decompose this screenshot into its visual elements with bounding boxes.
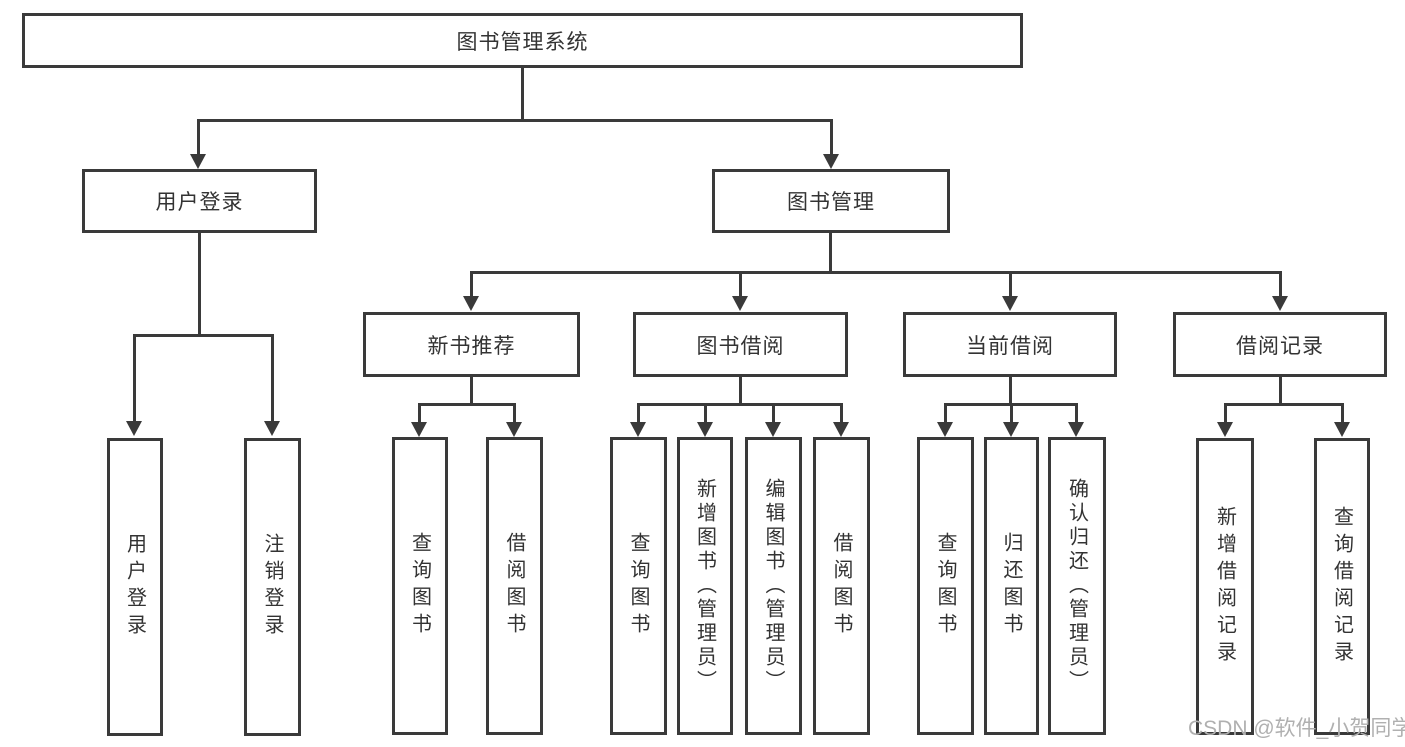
arrowhead-down-icon	[126, 421, 142, 436]
connector-line	[739, 377, 742, 406]
connector-line	[470, 271, 473, 299]
connector-line	[418, 403, 421, 423]
arrowhead-down-icon	[823, 154, 839, 169]
node-current-borrowing: 当前借阅	[903, 312, 1117, 377]
node-current-confirm-return-label: 确认归还（管理员）	[1065, 478, 1088, 694]
arrowhead-down-icon	[190, 154, 206, 169]
node-current-confirm-return: 确认归还（管理员）	[1048, 437, 1106, 735]
node-book-management-label: 图书管理	[787, 191, 875, 214]
node-borrow-add-books: 新增图书（管理员）	[677, 437, 733, 735]
connector-line	[637, 403, 640, 423]
arrowhead-down-icon	[1217, 422, 1233, 437]
node-rec-query-books: 查询图书	[392, 437, 448, 735]
node-book-borrowing-label: 图书借阅	[696, 334, 785, 358]
connector-line	[133, 334, 274, 337]
connector-line	[1279, 377, 1282, 406]
connector-line	[772, 403, 775, 423]
connector-line	[739, 271, 742, 299]
connector-line	[271, 334, 274, 424]
node-new-book-recommend-label: 新书推荐	[427, 334, 516, 358]
node-borrow-borrow-books: 借阅图书	[813, 437, 870, 735]
node-rec-borrow-books: 借阅图书	[486, 437, 543, 735]
connector-line	[197, 119, 833, 122]
csdn-watermark: CSDN @软件_小贺同学	[1188, 717, 1405, 740]
node-current-query-books: 查询图书	[917, 437, 974, 735]
node-root-label: 图书管理系统	[456, 30, 589, 54]
connector-line	[470, 377, 473, 406]
node-new-book-recommend: 新书推荐	[363, 312, 580, 377]
connector-line	[521, 68, 524, 122]
node-borrow-query-books: 查询图书	[610, 437, 667, 735]
node-rec-query-books-label: 查询图书	[408, 532, 431, 640]
connector-line	[198, 233, 201, 337]
node-login-logout: 注销登录	[244, 438, 301, 736]
connector-line	[470, 271, 1281, 274]
node-current-borrowing-label: 当前借阅	[966, 334, 1054, 358]
node-borrow-query-books-label: 查询图书	[627, 532, 649, 640]
connector-line	[1009, 271, 1012, 299]
connector-line	[830, 119, 833, 159]
node-borrow-add-books-label: 新增图书（管理员）	[693, 478, 716, 694]
node-rec-borrow-books-label: 借阅图书	[503, 532, 525, 640]
node-records-query-record-label: 查询借阅记录	[1330, 505, 1353, 668]
arrowhead-down-icon	[264, 421, 280, 436]
arrowhead-down-icon	[1272, 296, 1288, 311]
arrowhead-down-icon	[833, 422, 849, 437]
node-records-add-record: 新增借阅记录	[1196, 438, 1254, 735]
node-login-user-login: 用户登录	[107, 438, 163, 736]
node-records-add-record-label: 新增借阅记录	[1213, 505, 1236, 668]
connector-line	[704, 403, 707, 423]
arrowhead-down-icon	[411, 422, 427, 437]
connector-line	[513, 403, 516, 423]
arrowhead-down-icon	[630, 422, 646, 437]
node-current-query-books-label: 查询图书	[934, 532, 956, 640]
connector-line	[1279, 271, 1282, 299]
connector-line	[1010, 403, 1013, 423]
arrowhead-down-icon	[765, 422, 781, 437]
node-book-borrowing: 图书借阅	[633, 312, 848, 377]
connector-line	[1341, 403, 1344, 423]
arrowhead-down-icon	[937, 422, 953, 437]
node-borrow-edit-books: 编辑图书（管理员）	[745, 437, 802, 735]
connector-line	[829, 233, 832, 274]
arrowhead-down-icon	[1334, 422, 1350, 437]
node-borrow-borrow-books-label: 借阅图书	[830, 532, 852, 640]
connector-line	[944, 403, 947, 423]
connector-line	[197, 119, 200, 159]
node-root: 图书管理系统	[22, 13, 1023, 68]
connector-line	[840, 403, 843, 423]
arrowhead-down-icon	[1002, 296, 1018, 311]
node-borrow-records-label: 借阅记录	[1236, 334, 1324, 358]
arrowhead-down-icon	[732, 296, 748, 311]
node-user-login: 用户登录	[82, 169, 317, 233]
node-login-user-login-label: 用户登录	[123, 533, 146, 641]
connector-line	[1224, 403, 1227, 423]
node-borrow-edit-books-label: 编辑图书（管理员）	[762, 478, 784, 694]
arrowhead-down-icon	[1068, 422, 1084, 437]
connector-line	[1009, 377, 1012, 406]
node-records-query-record: 查询借阅记录	[1314, 438, 1370, 735]
node-book-management: 图书管理	[712, 169, 950, 233]
arrowhead-down-icon	[463, 296, 479, 311]
arrowhead-down-icon	[697, 422, 713, 437]
node-user-login-label: 用户登录	[155, 191, 244, 214]
connector-line	[133, 334, 136, 424]
connector-line	[1075, 403, 1078, 423]
arrowhead-down-icon	[506, 422, 522, 437]
node-current-return-books: 归还图书	[984, 437, 1039, 735]
connector-line	[637, 403, 842, 406]
connector-line	[1224, 403, 1343, 406]
node-current-return-books-label: 归还图书	[1000, 532, 1022, 640]
connector-line	[418, 403, 516, 406]
node-login-logout-label: 注销登录	[261, 533, 283, 641]
arrowhead-down-icon	[1003, 422, 1019, 437]
node-borrow-records: 借阅记录	[1173, 312, 1387, 377]
